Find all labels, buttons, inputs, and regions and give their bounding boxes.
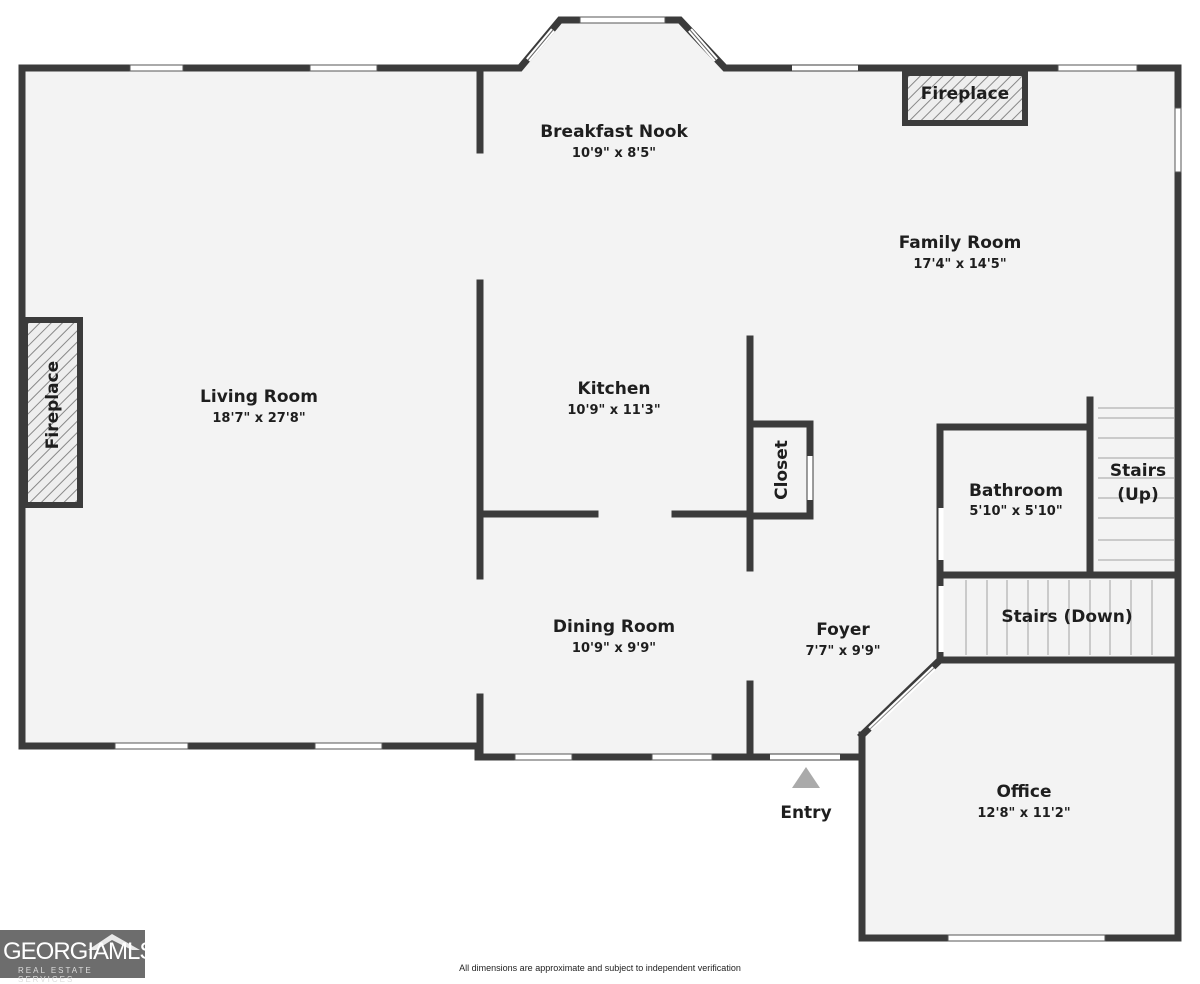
room-dims-breakfast-nook: 10'9" x 8'5" — [572, 146, 656, 161]
closet-label: Closet — [772, 440, 792, 500]
room-name-living-room: Living Room — [200, 387, 318, 407]
fireplace-top — [902, 70, 1028, 126]
fireplace-top-label: Fireplace — [921, 84, 1009, 104]
room-dims-dining-room: 10'9" x 9'9" — [572, 641, 656, 656]
room-name-breakfast-nook: Breakfast Nook — [540, 122, 688, 142]
room-dims-foyer: 7'7" x 9'9" — [805, 644, 880, 659]
stairs-down-label: Stairs (Down) — [1001, 607, 1132, 627]
room-dims-kitchen: 10'9" x 11'3" — [567, 403, 660, 418]
room-dims-bathroom: 5'10" x 5'10" — [969, 504, 1062, 519]
room-dims-living-room: 18'7" x 27'8" — [212, 411, 305, 426]
windows — [114, 16, 1182, 942]
roof-icon — [88, 934, 140, 950]
room-name-kitchen: Kitchen — [578, 379, 651, 399]
room-name-dining-room: Dining Room — [553, 617, 675, 637]
stairs-down — [965, 580, 1153, 655]
disclaimer-text: All dimensions are approximate and subje… — [459, 963, 741, 973]
logo-main-text: GEORGIAMLS — [3, 938, 155, 965]
room-name-family-room: Family Room — [899, 233, 1022, 253]
openings — [770, 65, 944, 760]
fireplace-left-label: Fireplace — [43, 361, 63, 449]
room-dims-office: 12'8" x 11'2" — [977, 806, 1070, 821]
stairs-up-label-line1: Stairs — [1110, 461, 1166, 481]
room-name-foyer: Foyer — [816, 620, 870, 640]
entry-label: Entry — [780, 803, 831, 823]
room-name-bathroom: Bathroom — [969, 481, 1063, 501]
stairs-up — [1098, 407, 1174, 561]
stairs-up-label-line2: (Up) — [1117, 485, 1159, 505]
entry-arrow-icon — [792, 767, 820, 788]
fireplace-left — [22, 317, 83, 508]
room-name-office: Office — [996, 782, 1051, 802]
room-dims-family-room: 17'4" x 14'5" — [913, 257, 1006, 272]
